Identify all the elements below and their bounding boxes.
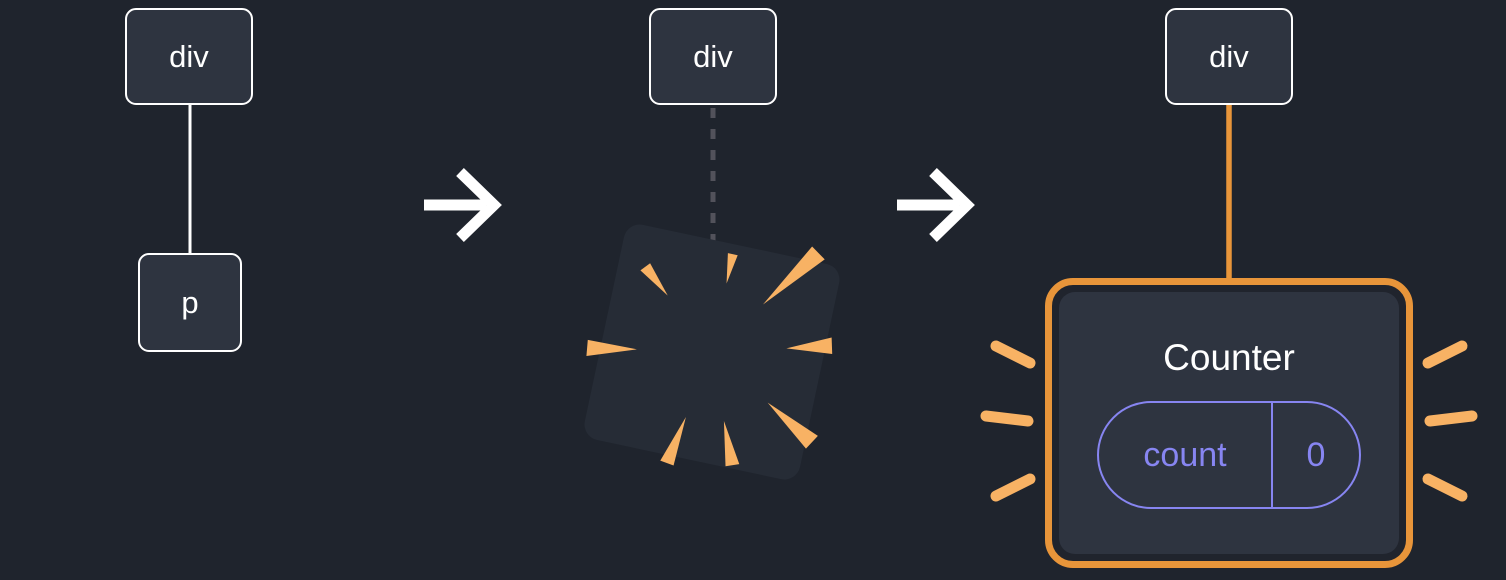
burst-ray xyxy=(586,339,637,356)
state-key-label: count xyxy=(1099,403,1273,507)
spark-dash xyxy=(1422,473,1468,502)
spark-dash xyxy=(990,473,1036,502)
state-value-label: 0 xyxy=(1306,435,1326,474)
arrow-right-icon xyxy=(897,168,975,242)
component-title: Counter xyxy=(1163,337,1295,378)
dom-node-p-stage1: p xyxy=(138,253,242,352)
counter-component-card: Counter count 0 xyxy=(1045,278,1413,568)
state-pill: count 0 xyxy=(1097,401,1361,509)
burst-ray xyxy=(723,420,740,467)
spark-dash xyxy=(980,410,1034,427)
burst-ray xyxy=(767,402,818,449)
burst-rays xyxy=(586,246,833,467)
dom-node-div-stage2: div xyxy=(649,8,777,105)
spark-marks xyxy=(980,340,1478,502)
dom-node-label: div xyxy=(693,39,733,74)
dom-node-label: div xyxy=(1209,39,1249,74)
dom-node-label: div xyxy=(169,39,209,74)
burst-ray xyxy=(762,246,825,305)
burst-ray xyxy=(786,337,833,355)
counter-component-body: Counter count 0 xyxy=(1059,292,1399,554)
burst-ray xyxy=(640,263,668,296)
spark-dash xyxy=(1422,340,1468,369)
burst-square xyxy=(584,224,840,480)
spark-dash xyxy=(1424,410,1478,427)
spark-dash xyxy=(990,340,1036,369)
burst-ray xyxy=(660,416,686,466)
dom-node-div-stage3: div xyxy=(1165,8,1293,105)
arrow-right-icon xyxy=(424,168,502,242)
dom-node-div-stage1: div xyxy=(125,8,253,105)
burst-ray xyxy=(726,253,738,284)
explosion-burst xyxy=(584,224,840,480)
dom-node-label: p xyxy=(181,285,199,320)
